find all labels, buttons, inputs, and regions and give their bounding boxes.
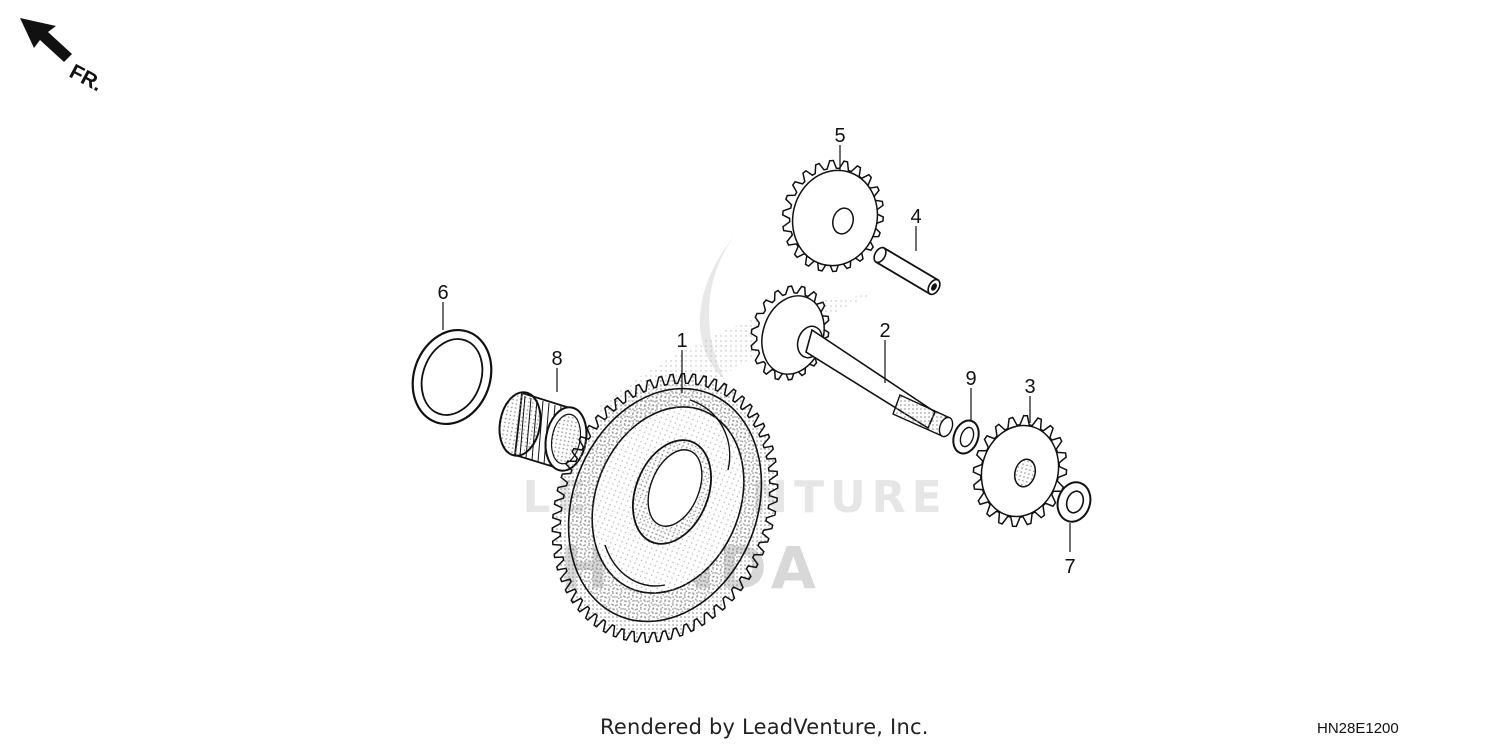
callout-part-5: 5	[834, 125, 845, 147]
callout-part-1: 1	[676, 330, 687, 352]
part-6-washer	[411, 328, 493, 426]
callout-leaders	[442, 145, 1071, 552]
part-3-gear	[972, 414, 1068, 528]
callout-part-8: 8	[551, 348, 562, 370]
callout-part-2: 2	[879, 320, 890, 342]
direction-label: FR.	[66, 60, 107, 96]
callout-part-6: 6	[437, 282, 448, 304]
front-direction-arrow-icon: FR.	[20, 18, 106, 96]
part-1-large-gear	[551, 373, 779, 643]
diagram-code: HN28E1200	[1317, 720, 1399, 737]
part-5-gear	[781, 159, 885, 273]
part-7-washer	[1056, 481, 1092, 523]
callout-part-7: 7	[1064, 556, 1075, 578]
part-9-snap-ring	[952, 419, 980, 455]
part-2-shaft	[750, 285, 954, 438]
footer-credit: Rendered by LeadVenture, Inc.	[600, 715, 929, 739]
callout-part-9: 9	[965, 368, 976, 390]
callout-part-4: 4	[910, 206, 921, 228]
callout-part-3: 3	[1024, 376, 1035, 398]
part-4-pin	[873, 246, 941, 296]
